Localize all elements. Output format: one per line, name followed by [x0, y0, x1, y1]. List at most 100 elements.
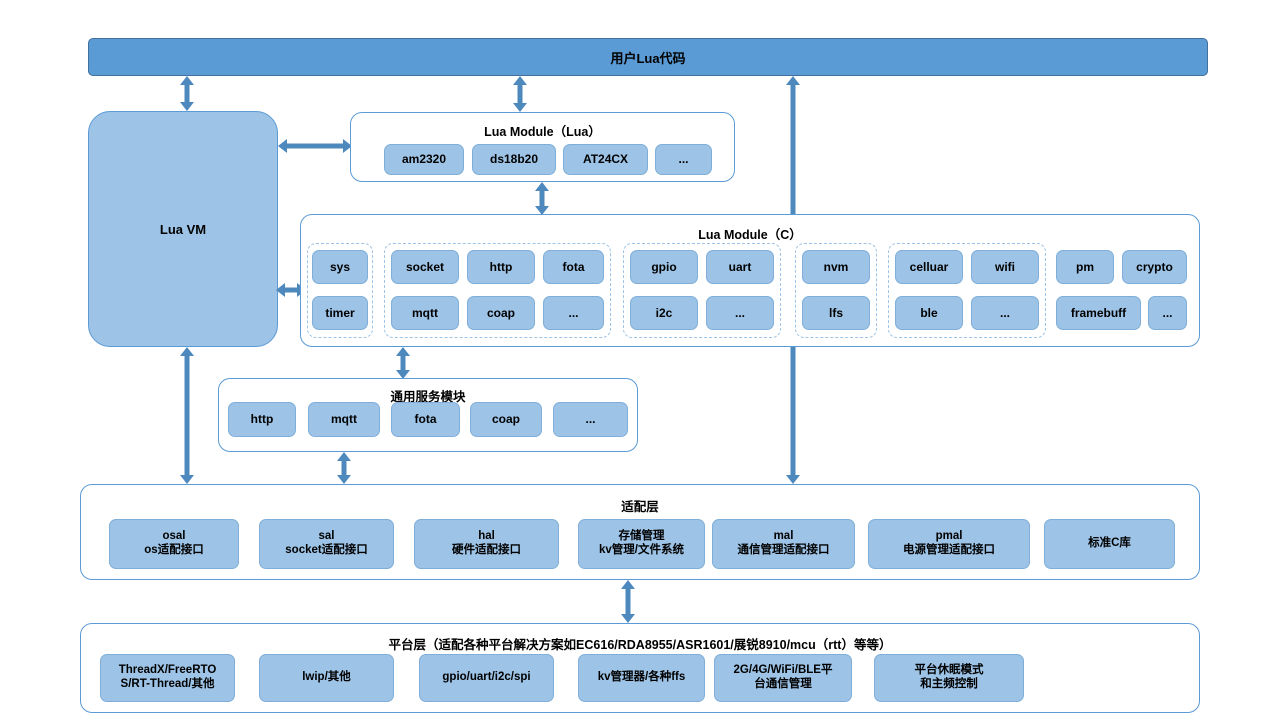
chip-line2: os适配接口	[144, 544, 204, 556]
chip-line2: S/RT-Thread/其他	[120, 678, 215, 690]
chip-socket[interactable]: socket	[391, 250, 459, 284]
arrow-head-down-icon	[180, 102, 194, 111]
chip-line1: gpio/uart/i2c/spi	[442, 671, 531, 684]
arrow-luavm-adaptation	[178, 347, 196, 484]
chip-line1: hal	[478, 530, 495, 543]
arrow-head-up-icon	[337, 452, 351, 461]
arrow-head-down-icon	[180, 475, 194, 484]
chip-line1: kv管理器/各种ffs	[597, 671, 686, 684]
chip-nvm[interactable]: nvm	[802, 250, 870, 284]
chip-ble[interactable]: ble	[895, 296, 963, 330]
chip-fota[interactable]: fota	[543, 250, 604, 284]
chip-wifi[interactable]: wifi	[971, 250, 1039, 284]
arrow-shaft	[341, 460, 347, 476]
chip-storage-management[interactable]: 存储管理 kv管理/文件系统	[578, 519, 705, 569]
chip-sleep-mode[interactable]: 平台休眠模式 和主频控制	[874, 654, 1024, 702]
arrow-luamodule-c-to-service	[394, 347, 412, 379]
chip-line1: pmal	[935, 530, 963, 543]
chip-comm-management[interactable]: 2G/4G/WiFi/BLE平 台通信管理	[714, 654, 852, 702]
arrow-head-left-icon	[278, 139, 287, 153]
arrow-head-up-icon	[786, 76, 800, 85]
chip-hal[interactable]: hal 硬件适配接口	[414, 519, 559, 569]
chip-line2: 电源管理适配接口	[903, 544, 995, 556]
chip-line1: osal	[162, 530, 186, 543]
chip-line1: mal	[773, 530, 794, 543]
arrow-head-down-icon	[396, 370, 410, 379]
chip-coap[interactable]: coap	[467, 296, 535, 330]
chip-framebuff[interactable]: framebuff	[1056, 296, 1141, 330]
chip-service-fota[interactable]: fota	[391, 402, 460, 437]
chip-line1: 存储管理	[618, 530, 665, 543]
adaptation-layer-title: 适配层	[621, 500, 659, 514]
chip-lua-more[interactable]: ...	[655, 144, 712, 175]
chip-crypto[interactable]: crypto	[1122, 250, 1187, 284]
user-lua-code-label: 用户Lua代码	[610, 50, 686, 66]
chip-uart[interactable]: uart	[706, 250, 774, 284]
arrow-adaptation-platform	[619, 580, 637, 623]
arrow-luavm-luamodule-lua	[278, 137, 352, 155]
chip-mqtt[interactable]: mqtt	[391, 296, 459, 330]
module-group-wireless	[888, 243, 1046, 338]
chip-service-mqtt[interactable]: mqtt	[308, 402, 380, 437]
arrow-head-down-icon	[786, 475, 800, 484]
chip-at24cx[interactable]: AT24CX	[563, 144, 648, 175]
arrow-head-up-icon	[535, 182, 549, 191]
chip-standard-c-lib[interactable]: 标准C库	[1044, 519, 1175, 569]
chip-network-more[interactable]: ...	[543, 296, 604, 330]
arrow-head-up-icon	[621, 580, 635, 589]
chip-line2: 和主频控制	[920, 678, 978, 690]
chip-lfs[interactable]: lfs	[802, 296, 870, 330]
chip-line2: 硬件适配接口	[452, 544, 521, 556]
arrow-head-right-icon	[343, 139, 352, 153]
chip-gpio[interactable]: gpio	[630, 250, 698, 284]
chip-celluar[interactable]: celluar	[895, 250, 963, 284]
chip-ds18b20[interactable]: ds18b20	[472, 144, 556, 175]
module-group-storage	[795, 243, 877, 338]
chip-sal[interactable]: sal socket适配接口	[259, 519, 394, 569]
arrow-shaft	[400, 355, 406, 371]
chip-wireless-more[interactable]: ...	[971, 296, 1039, 330]
chip-line2: 通信管理适配接口	[737, 544, 830, 556]
chip-lwip[interactable]: lwip/其他	[259, 654, 394, 702]
chip-gpio-uart-i2c-spi[interactable]: gpio/uart/i2c/spi	[419, 654, 554, 702]
arrow-shaft	[517, 84, 523, 104]
chip-timer[interactable]: timer	[312, 296, 368, 330]
chip-sys[interactable]: sys	[312, 250, 368, 284]
lua-module-c-title: Lua Module（C）	[698, 228, 802, 242]
chip-line1: 2G/4G/WiFi/BLE平	[733, 664, 833, 677]
chip-i2c[interactable]: i2c	[630, 296, 698, 330]
chip-line1: sal	[318, 530, 335, 543]
user-lua-code-bar: 用户Lua代码	[88, 38, 1208, 76]
lua-vm-box: Lua VM	[88, 111, 278, 347]
lua-vm-label: Lua VM	[159, 221, 207, 237]
arrow-userbar-luamodule-lua	[511, 76, 529, 112]
chip-http[interactable]: http	[467, 250, 535, 284]
arrow-head-up-icon	[396, 347, 410, 356]
common-service-title: 通用服务模块	[390, 390, 466, 404]
chip-peripheral-more[interactable]: ...	[706, 296, 774, 330]
chip-osal[interactable]: osal os适配接口	[109, 519, 239, 569]
arrow-head-down-icon	[513, 103, 527, 112]
chip-service-http[interactable]: http	[228, 402, 296, 437]
chip-service-coap[interactable]: coap	[470, 402, 542, 437]
arrow-head-down-icon	[337, 475, 351, 484]
chip-mal[interactable]: mal 通信管理适配接口	[712, 519, 855, 569]
chip-kv-manager-ffs[interactable]: kv管理器/各种ffs	[578, 654, 705, 702]
arrow-head-up-icon	[513, 76, 527, 85]
chip-pm[interactable]: pm	[1056, 250, 1114, 284]
chip-misc-more[interactable]: ...	[1148, 296, 1187, 330]
chip-line2: 台通信管理	[754, 678, 812, 690]
arrow-shaft	[283, 287, 299, 293]
lua-module-lua-title: Lua Module（Lua）	[484, 125, 601, 139]
chip-line1: 平台休眠模式	[914, 664, 984, 677]
chip-service-more[interactable]: ...	[553, 402, 628, 437]
module-group-core	[307, 243, 373, 338]
chip-line1: 标准C库	[1088, 537, 1131, 550]
arrow-head-down-icon	[535, 206, 549, 215]
arrow-head-left-icon	[276, 283, 285, 297]
chip-pmal[interactable]: pmal 电源管理适配接口	[868, 519, 1030, 569]
chip-am2320[interactable]: am2320	[384, 144, 464, 175]
chip-rtos[interactable]: ThreadX/FreeRTO S/RT-Thread/其他	[100, 654, 235, 702]
platform-layer-title: 平台层（适配各种平台解决方案如EC616/RDA8955/ASR1601/展锐8…	[388, 638, 892, 652]
